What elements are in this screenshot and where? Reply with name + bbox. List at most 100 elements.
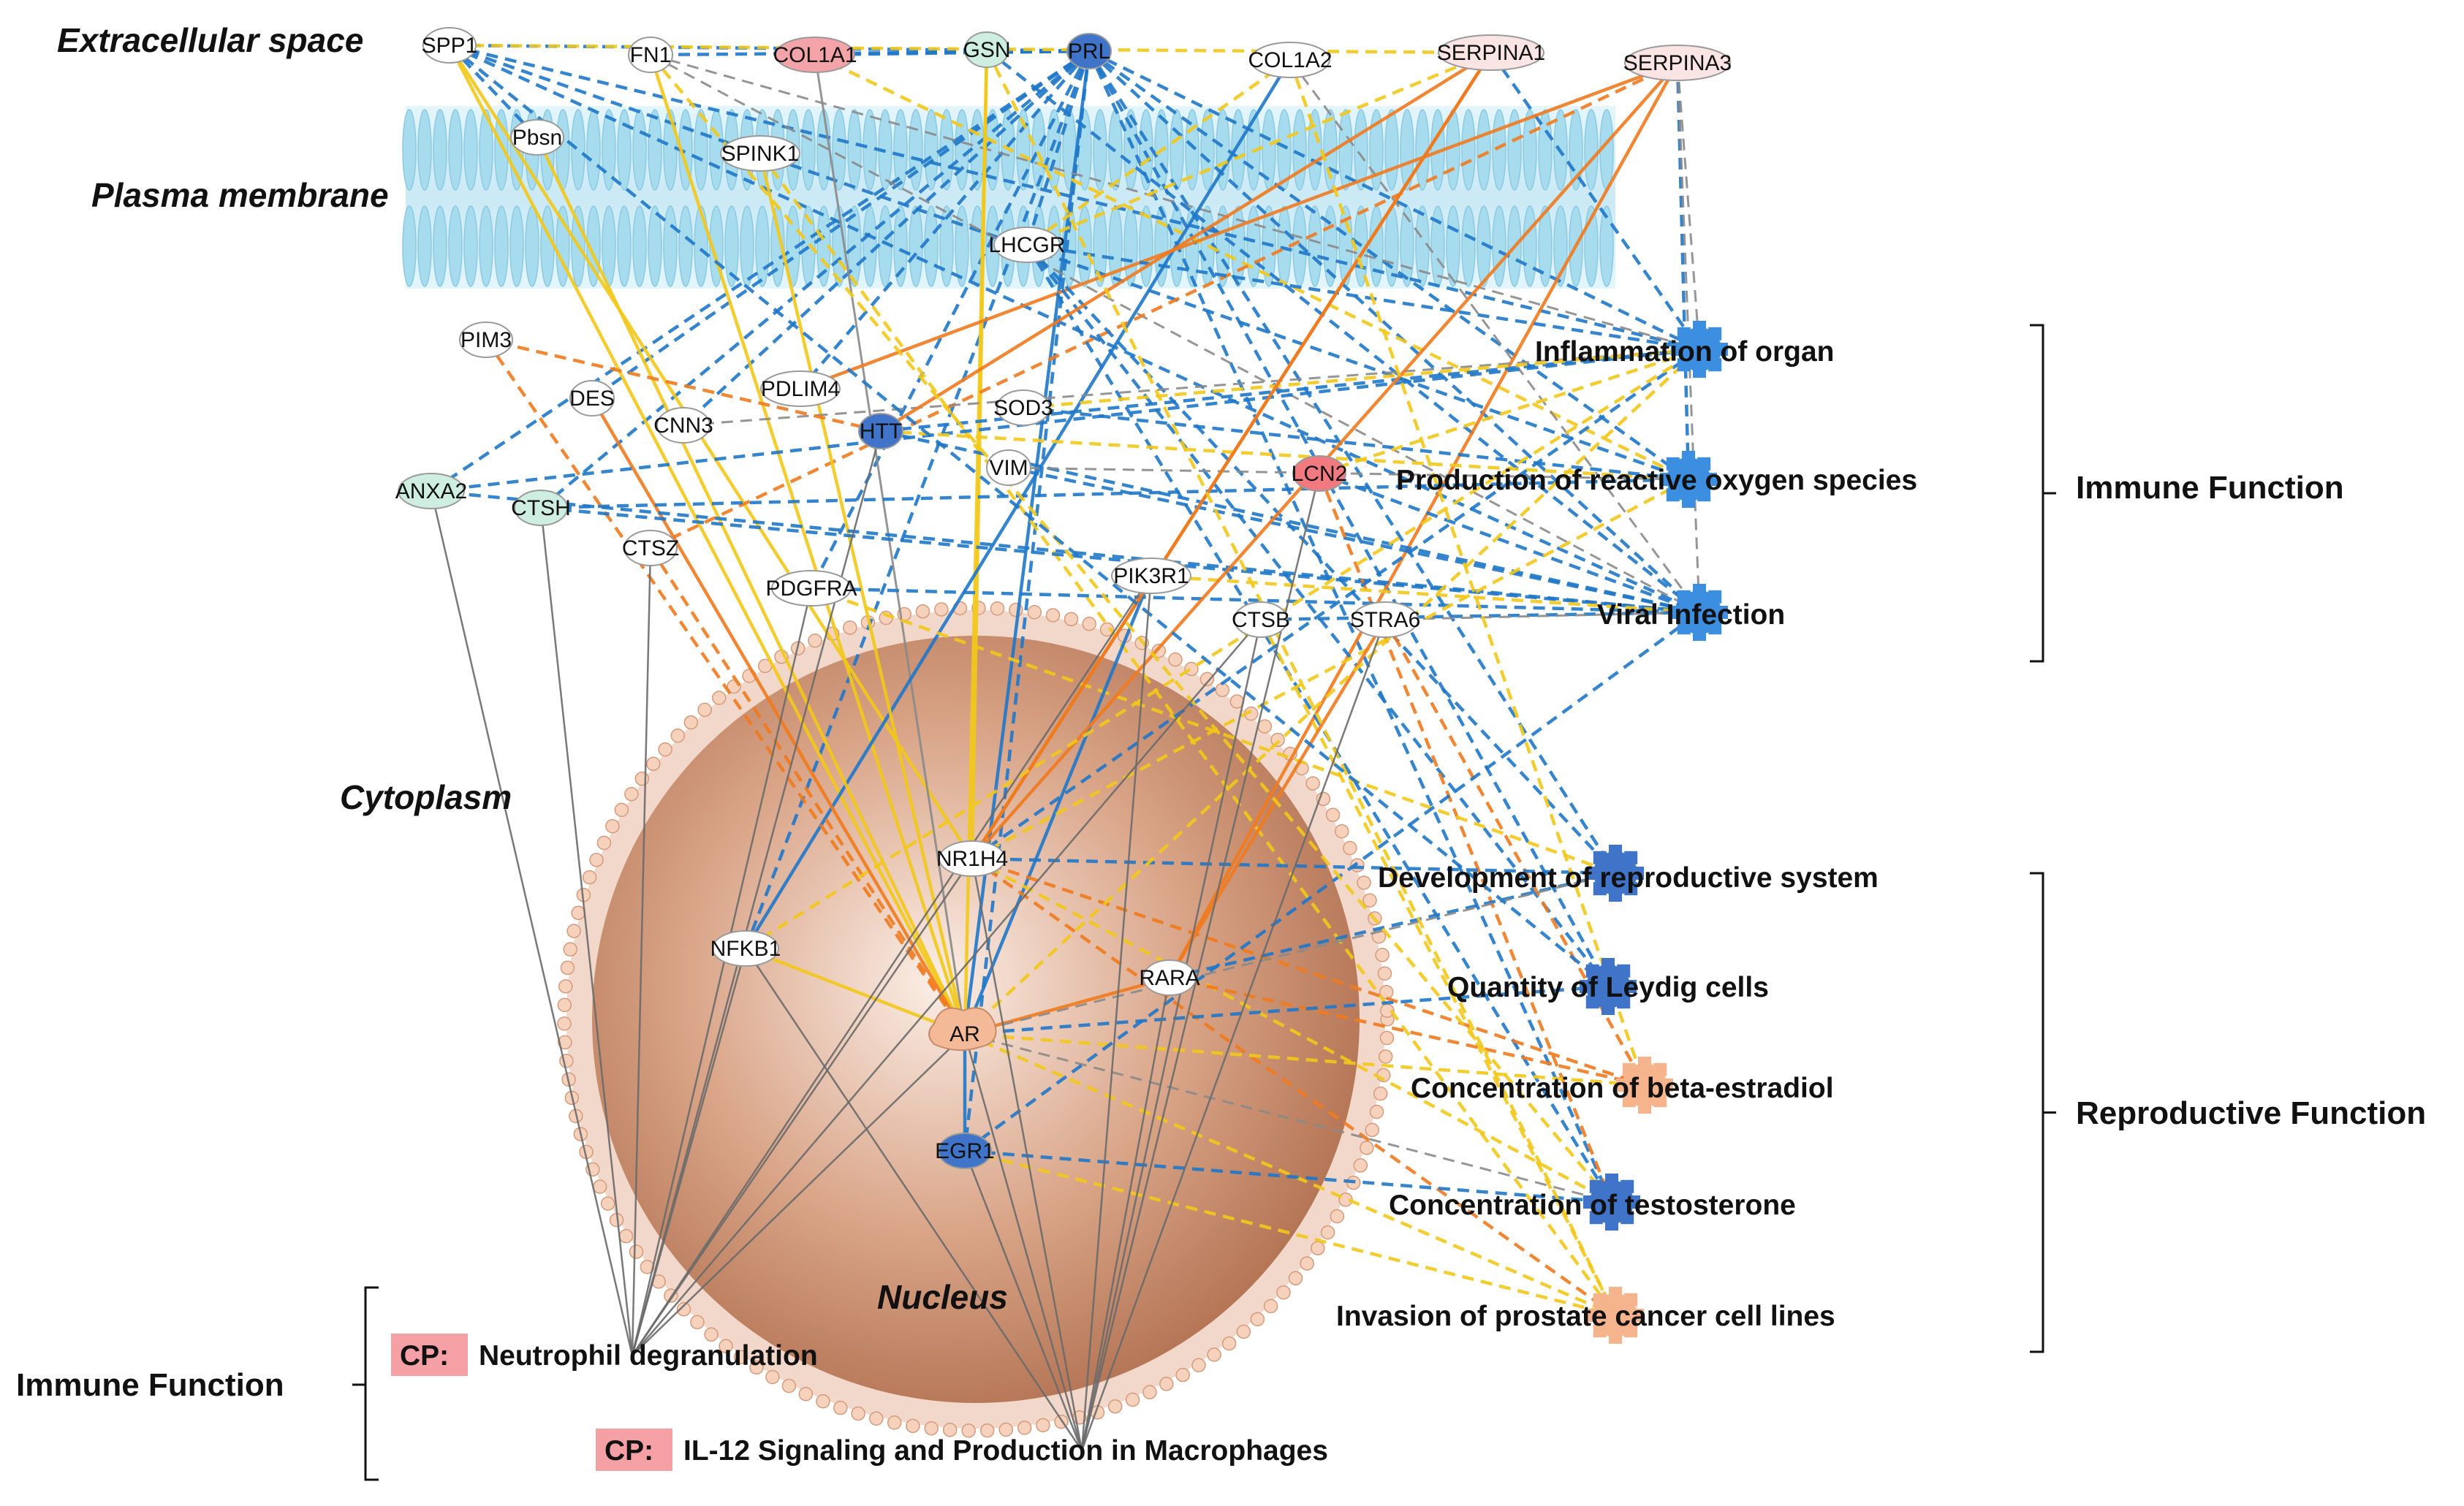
function-label: Invasion of prostate cancer cell lines	[1336, 1301, 1835, 1332]
interaction-edge	[1026, 50, 1492, 247]
interaction-edge	[810, 50, 1091, 590]
interaction-edge	[1319, 471, 1700, 615]
gene-node-pim3[interactable]: PIM3	[459, 322, 513, 358]
interaction-edge	[1384, 618, 1646, 1087]
gene-label: CTSB	[1232, 608, 1290, 632]
gene-node-pbsn[interactable]: Pbsn	[510, 119, 564, 156]
interaction-edge	[800, 61, 1678, 391]
function-node-inflammation[interactable]: Inflammation of organ	[1535, 321, 1835, 378]
interaction-edge	[448, 44, 1610, 988]
gene-label: CNN3	[653, 414, 713, 438]
gene-node-vim[interactable]: VIM	[986, 449, 1031, 486]
gene-node-nr1h4[interactable]: NR1H4	[936, 840, 1008, 877]
gene-node-lcn2[interactable]: LCN2	[1292, 455, 1348, 492]
gene-node-stra6[interactable]: STRA6	[1350, 601, 1421, 638]
gene-node-rara[interactable]: RARA	[1139, 959, 1200, 996]
interaction-edge	[631, 587, 813, 1356]
gene-node-htt[interactable]: HTT	[858, 413, 903, 449]
gene-node-ctsz[interactable]: CTSZ	[622, 530, 679, 566]
gene-node-col1a2[interactable]: COL1A2	[1248, 42, 1333, 78]
interaction-edge	[485, 338, 882, 433]
edges	[430, 43, 1701, 1451]
gene-node-spp1[interactable]: SPP1	[422, 27, 478, 64]
gene-node-egr1[interactable]: EGR1	[935, 1133, 995, 1169]
interaction-edge	[964, 1032, 1645, 1087]
interaction-edge	[1317, 473, 1614, 1203]
gene-node-pik3r1[interactable]: PIK3R1	[1111, 558, 1191, 594]
interaction-edge	[1319, 347, 1700, 476]
interaction-edge	[964, 1149, 1616, 1317]
interaction-edge	[449, 43, 1700, 351]
gene-node-pdlim4[interactable]: PDLIM4	[760, 370, 841, 407]
gene-node-gsn[interactable]: GSN	[963, 31, 1011, 68]
gene-label: VIM	[989, 456, 1028, 480]
interaction-edge	[431, 347, 1700, 493]
interaction-edge	[964, 984, 1609, 1036]
gene-label: SERPINA1	[1437, 41, 1545, 65]
interaction-edge	[1080, 575, 1153, 1451]
gene-node-ar[interactable]: AR	[928, 1007, 997, 1051]
function-node-estradiol[interactable]: Concentration of beta-estradiol	[1411, 1057, 1834, 1114]
gene-label: LCN2	[1292, 462, 1348, 486]
reproductive-function-group-label: Reproductive Function	[2076, 1095, 2426, 1131]
gene-node-cnn3[interactable]: CNN3	[653, 407, 713, 444]
function-label: Production of reactive oxygen species	[1396, 465, 1917, 496]
gene-node-des[interactable]: DES	[569, 380, 615, 417]
interaction-edge	[744, 58, 1292, 950]
gene-node-pdgfra[interactable]: PDGFRA	[765, 570, 857, 606]
canonical-pathway-2[interactable]: CP:IL-12 Signaling and Production in Mac…	[596, 1429, 1328, 1471]
interaction-edge	[985, 48, 1618, 1317]
gene-node-ctsh[interactable]: CTSH	[511, 490, 571, 526]
interaction-edge	[449, 43, 1689, 482]
gene-node-fn1[interactable]: FN1	[628, 37, 673, 73]
gene-node-spink1[interactable]: SPINK1	[720, 135, 800, 172]
interaction-edge	[971, 856, 1645, 1087]
interaction-edge	[591, 397, 966, 1035]
gene-label: GSN	[963, 38, 1010, 62]
interaction-edge	[1026, 58, 1292, 246]
gene-label: AR	[949, 1022, 980, 1046]
interaction-edge	[971, 858, 1083, 1451]
function-node-viral[interactable]: Viral Infection	[1597, 584, 1785, 641]
gene-node-lhcgr[interactable]: LHCGR	[988, 227, 1066, 263]
gene-node-col1a1[interactable]: COL1A1	[773, 37, 857, 73]
gene-node-ctsb[interactable]: CTSB	[1232, 601, 1290, 638]
gene-label: PDLIM4	[761, 377, 840, 401]
gene-label: FN1	[630, 43, 672, 67]
interaction-edge	[971, 857, 1613, 1203]
interaction-edge	[650, 53, 1700, 614]
interaction-edge	[971, 348, 1701, 860]
interaction-edge	[632, 619, 1262, 1356]
interaction-edge	[430, 50, 1091, 493]
interaction-edge	[649, 53, 1613, 1203]
cp-name: IL-12 Signaling and Production in Macrop…	[683, 1435, 1328, 1467]
interaction-edge	[880, 347, 1700, 433]
gene-node-nfkb1[interactable]: NFKB1	[710, 930, 781, 967]
function-node-testosterone[interactable]: Concentration of testosterone	[1389, 1174, 1796, 1231]
gene-node-anxa2[interactable]: ANXA2	[395, 473, 467, 509]
function-node-leydig[interactable]: Quantity of Leydig cells	[1447, 958, 1769, 1015]
gene-node-prl[interactable]: PRL	[1066, 33, 1112, 69]
interaction-edge	[964, 1149, 1612, 1204]
interaction-edge	[985, 48, 1701, 614]
interaction-edge	[971, 478, 1690, 860]
gene-node-serpina3[interactable]: SERPINA3	[1623, 45, 1732, 81]
immune-function-cp-group-label: Immune Function	[16, 1367, 284, 1403]
interaction-edge	[649, 547, 966, 1035]
function-node-prostate[interactable]: Invasion of prostate cancer cell lines	[1336, 1287, 1835, 1344]
interaction-edge	[759, 152, 1617, 1317]
canonical-pathway-1[interactable]: CP:Neutrophil degranulation	[391, 1334, 818, 1376]
interaction-edge	[1023, 347, 1700, 410]
gene-node-sod3[interactable]: SOD3	[993, 389, 1053, 426]
gene-label: DES	[569, 387, 615, 411]
interaction-edge	[964, 1032, 1612, 1203]
interaction-edge	[963, 1150, 1083, 1451]
interaction-edge	[682, 50, 1091, 427]
function-node-repro_dev[interactable]: Development of reproductive system	[1378, 845, 1879, 902]
function-node-ros[interactable]: Production of reactive oxygen species	[1396, 451, 1917, 508]
gene-label: SPINK1	[721, 142, 800, 166]
gene-node-serpina1[interactable]: SERPINA1	[1437, 34, 1545, 71]
interaction-edge	[448, 44, 966, 1035]
interaction-edge	[1080, 619, 1387, 1451]
